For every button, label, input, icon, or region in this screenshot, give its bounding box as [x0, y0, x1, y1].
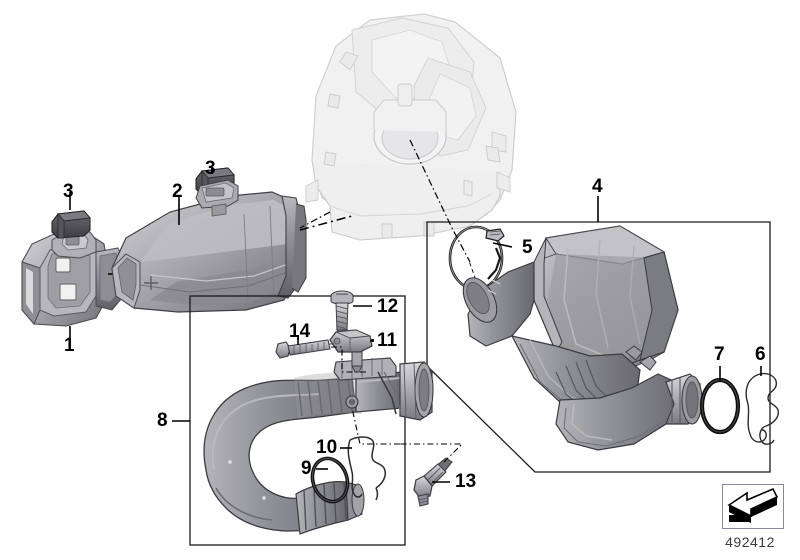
part-4-intake-silencer: [462, 225, 703, 451]
callout-5: 5: [522, 237, 533, 258]
callout-12: 12: [377, 296, 399, 317]
part-6-retaining-clip: [745, 366, 780, 445]
part-3-grommet-left: [51, 192, 91, 239]
panel-group-4: [426, 196, 771, 473]
callout-13: 13: [455, 471, 477, 492]
diagram-number: 492412: [725, 534, 775, 550]
part-9-o-ring-small: [310, 456, 350, 504]
direction-arrow-icon: [727, 487, 779, 523]
callout-7: 7: [714, 344, 725, 365]
callout-10: 10: [316, 437, 338, 458]
callout-14: 14: [289, 321, 311, 342]
part-14-hex-bolt: [275, 336, 368, 373]
direction-of-travel-box: [722, 484, 784, 529]
callout-11: 11: [377, 330, 398, 351]
callout-9: 9: [301, 458, 312, 479]
callout-2: 2: [172, 181, 183, 202]
assembly-line-housing-to-silencer: [409, 139, 471, 263]
callout-1: 1: [64, 335, 75, 356]
callout-8: 8: [157, 410, 168, 431]
part-10-spring-clip: [340, 436, 387, 501]
assembly-line-housing-to-duct: [299, 211, 331, 229]
part-13-temperature-sensor: [351, 407, 464, 507]
callout-3-right: 3: [205, 158, 216, 179]
part-7-o-ring: [699, 366, 741, 435]
panel-group-8: [172, 295, 406, 546]
callout-3-left: 3: [63, 181, 74, 202]
ghost-air-filter-housing: [305, 13, 517, 241]
callout-6: 6: [755, 344, 766, 365]
callout-4: 4: [592, 176, 603, 197]
